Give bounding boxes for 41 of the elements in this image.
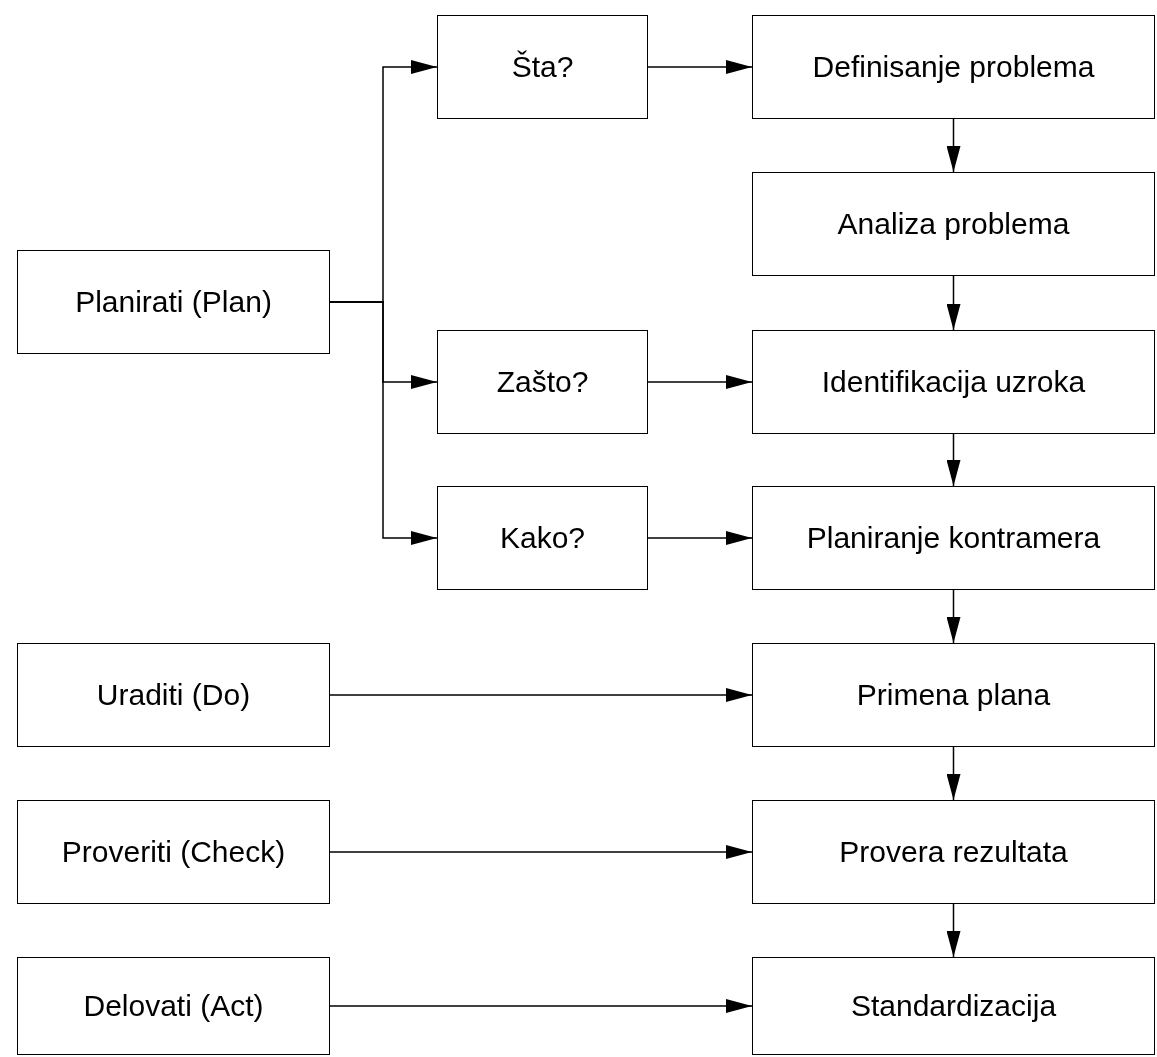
arrow bbox=[946, 589, 961, 644]
arrow bbox=[946, 746, 961, 801]
process-box bbox=[752, 800, 1155, 904]
arrow bbox=[946, 903, 961, 958]
process-box bbox=[17, 250, 330, 354]
arrow bbox=[329, 999, 753, 1013]
box-label: Delovati (Act) bbox=[83, 988, 264, 1025]
arrow bbox=[946, 118, 961, 173]
box-label: Definisanje problema bbox=[812, 49, 1095, 86]
process-box bbox=[752, 330, 1155, 434]
process-box bbox=[437, 486, 648, 590]
arrow bbox=[329, 301, 438, 545]
box-label: Planirati (Plan) bbox=[75, 284, 272, 321]
arrow bbox=[946, 433, 961, 487]
process-box bbox=[752, 643, 1155, 747]
arrow bbox=[647, 531, 753, 545]
box-label: Kako? bbox=[499, 520, 586, 557]
box-label: Planiranje kontramera bbox=[806, 520, 1101, 557]
process-box bbox=[752, 486, 1155, 590]
process-box bbox=[752, 15, 1155, 119]
box-label: Zašto? bbox=[496, 364, 589, 401]
box-label: Primena plana bbox=[856, 677, 1051, 714]
box-label: Uraditi (Do) bbox=[96, 677, 251, 714]
arrow bbox=[329, 845, 753, 859]
box-label: Identifikacija uzroka bbox=[821, 364, 1086, 401]
arrow bbox=[946, 275, 961, 331]
box-label: Analiza problema bbox=[837, 206, 1070, 243]
process-box bbox=[437, 15, 648, 119]
process-box bbox=[752, 957, 1155, 1055]
process-box bbox=[752, 172, 1155, 276]
process-box bbox=[17, 800, 330, 904]
arrow bbox=[647, 60, 753, 74]
arrow bbox=[329, 688, 753, 702]
process-box bbox=[17, 643, 330, 747]
process-box bbox=[17, 957, 330, 1055]
box-label: Šta? bbox=[511, 49, 574, 86]
arrow bbox=[647, 375, 753, 389]
box-label: Proveriti (Check) bbox=[61, 834, 286, 871]
box-label: Standardizacija bbox=[850, 988, 1057, 1025]
box-label: Provera rezultata bbox=[839, 834, 1068, 871]
process-box bbox=[437, 330, 648, 434]
